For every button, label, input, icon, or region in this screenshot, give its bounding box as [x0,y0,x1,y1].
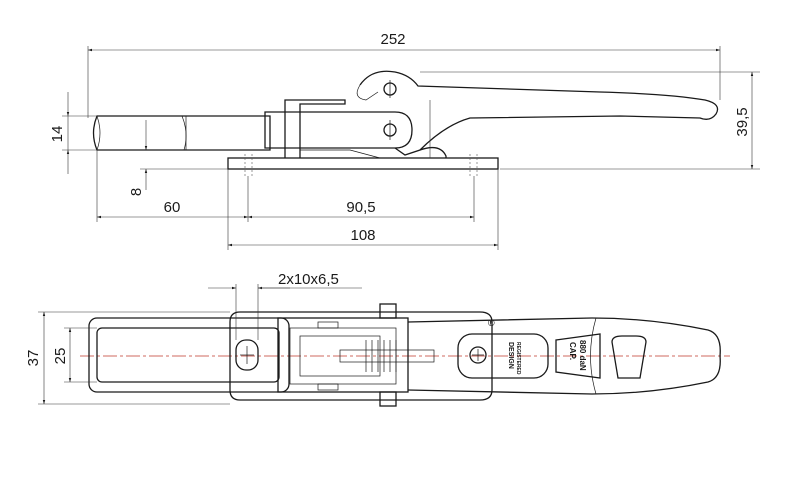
pin-top [379,303,397,319]
badge-design-line2: REGISTERED [515,342,521,375]
lever-top [407,317,721,395]
dim-label-25: 25 [52,348,69,365]
draw-loop-inner [96,327,280,383]
dim-outer-width: 37 [25,311,230,405]
dim-label-60: 60 [164,199,181,216]
dim-label-8: 8 [128,188,145,196]
dim-label-252: 252 [380,31,405,48]
dim-label-14: 14 [49,126,66,143]
dim-label-39-5: 39,5 [734,107,751,136]
link-plate [264,111,413,149]
dim-label-37: 37 [25,350,42,367]
dim-label-90-5: 90,5 [346,199,375,216]
base-plate-top [229,311,493,401]
capacity-badge [555,333,601,379]
slot-left [235,339,259,371]
hook [419,146,447,158]
registered-mark: ® [488,318,495,328]
dim-offset: 8 [128,120,228,196]
design-badge [457,333,549,379]
base-plate-holes [244,154,478,176]
dim-height: 39,5 [420,71,760,170]
badge-cap-line2: 880 daN [578,340,587,371]
draw-bar [92,115,271,151]
release-window [611,335,647,379]
lever [359,70,719,156]
pin-bottom [379,391,397,407]
dim-slots: 2x10x6,5 [208,271,362,340]
dim-label-slots: 2x10x6,5 [278,271,339,288]
dim-base-length: 108 [227,169,499,250]
bracket [284,99,346,158]
dim-overall-length: 252 [87,31,721,118]
dim-label-108: 108 [350,227,375,244]
side-view: 252 39,5 14 8 [49,31,760,250]
badge-cap-line1: CAP. [568,342,577,360]
top-view: DESIGN REGISTERED ® CAP. 880 daN 2x10x6,… [25,271,730,407]
dim-left-and-spacing: 60 90,5 [96,150,475,222]
badge-design-line1: DESIGN [507,342,514,369]
dim-inner-width: 25 [52,327,97,383]
bracket-top [277,317,409,393]
draw-loop-outer [88,317,290,393]
base-plate [227,157,499,170]
spring-detail [339,340,435,372]
dim-bar-height: 14 [49,92,97,174]
logo-icon [469,346,487,364]
